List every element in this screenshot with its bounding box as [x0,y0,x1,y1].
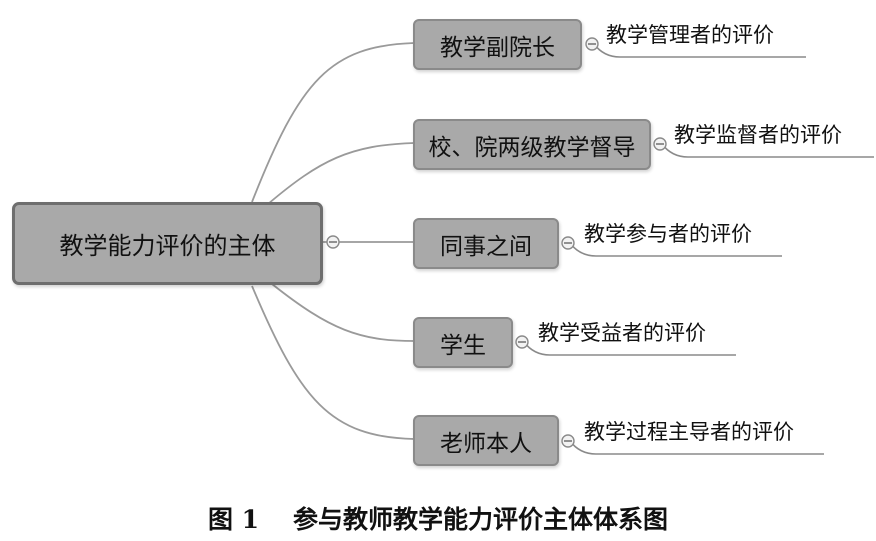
branch-node-label: 学生 [440,332,486,359]
branch-node-label: 教学副院长 [440,34,555,61]
connector-5 [251,285,415,440]
branch-node-students[interactable]: 学生 [413,317,513,368]
branch-node-label: 校、院两级教学督导 [428,134,636,161]
role-label-supervisors: 教学监督者的评价 [674,123,842,147]
collapse-toggle-root[interactable] [326,235,340,249]
role-label-colleagues: 教学参与者的评价 [584,222,752,246]
figure-number: 图 1 [207,505,260,534]
figure-caption: 图 1 参与教师教学能力评价主体体系图 [0,500,876,536]
connector-4 [271,283,415,342]
collapse-toggle-4[interactable] [515,335,529,349]
connector-1 [251,42,415,203]
role-label-self: 教学过程主导者的评价 [584,420,794,444]
collapse-toggle-2[interactable] [653,137,667,151]
role-label-students: 教学受益者的评价 [538,321,706,345]
branch-node-label: 同事之间 [440,233,532,260]
branch-node-vice-dean[interactable]: 教学副院长 [413,19,582,70]
branch-node-self[interactable]: 老师本人 [413,415,559,466]
collapse-toggle-3[interactable] [561,236,575,250]
collapse-toggle-5[interactable] [561,434,575,448]
root-node-label: 教学能力评价的主体 [59,232,276,260]
branch-node-label: 老师本人 [440,430,532,457]
branch-node-supervisors[interactable]: 校、院两级教学督导 [413,119,651,170]
figure-title: 参与教师教学能力评价主体体系图 [293,505,669,534]
role-label-vice-dean: 教学管理者的评价 [606,23,774,47]
branch-node-colleagues[interactable]: 同事之间 [413,218,559,269]
connector-2 [267,142,415,205]
root-node[interactable]: 教学能力评价的主体 [12,202,323,285]
collapse-toggle-1[interactable] [585,37,599,51]
